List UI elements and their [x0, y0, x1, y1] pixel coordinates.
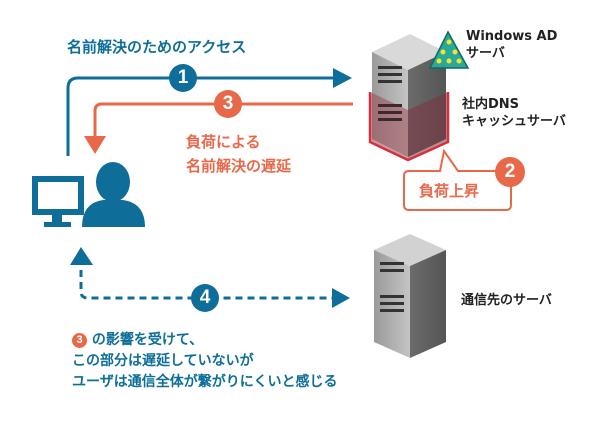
active-directory-icon	[428, 30, 470, 69]
step3-badge: 3	[214, 90, 242, 118]
dns-server-label-line2: キャッシュサーバ	[462, 114, 566, 129]
footnote-line3: ユーザは通信全体が繋がりにくいと感じる	[72, 374, 338, 390]
step2-badge: 2	[495, 157, 525, 187]
step3-arrowhead	[84, 136, 106, 154]
ad-server-label: Windows AD サーバ	[466, 28, 557, 62]
step1-arrowhead	[333, 68, 352, 88]
dns-server-icon	[368, 34, 450, 162]
footnote-ref-badge: 3	[72, 333, 87, 348]
footnote-line2: この部分は遅延していないが	[72, 353, 254, 369]
ad-server-label-line2: サーバ	[466, 46, 505, 61]
step4-arrow-line	[79, 270, 335, 300]
step4-arrowhead-right	[332, 288, 350, 308]
step3-label: 負荷による 名前解決の遅延	[186, 130, 291, 178]
client-icon	[32, 162, 145, 227]
step3-label-line1: 負荷による	[186, 133, 261, 151]
step1-label: 名前解決のためのアクセス	[67, 38, 247, 56]
step3-label-line2: 名前解決の遅延	[186, 157, 292, 175]
step1-arrow-line	[66, 76, 335, 156]
dns-server-label-line1: 社内DNS	[462, 97, 520, 112]
step2-label: 負荷上昇	[419, 182, 480, 200]
step4-arrowhead-up	[70, 247, 93, 265]
footnote-line1: 3 の影響を受けて、	[72, 330, 337, 351]
destination-server-icon	[374, 234, 446, 358]
destination-server-label: 通信先のサーバ	[461, 293, 552, 308]
step4-badge: 4	[191, 284, 219, 312]
footnote-line1-text: の影響を受けて、	[91, 332, 204, 348]
step1-badge: 1	[169, 64, 197, 92]
step3-arrow-line	[93, 102, 353, 138]
ad-server-label-line1: Windows AD	[466, 29, 558, 44]
footnote: 3 の影響を受けて、 この部分は遅延していないが ユーザは通信全体が繋がりにくい…	[72, 330, 337, 393]
dns-server-label: 社内DNS キャッシュサーバ	[462, 96, 566, 130]
